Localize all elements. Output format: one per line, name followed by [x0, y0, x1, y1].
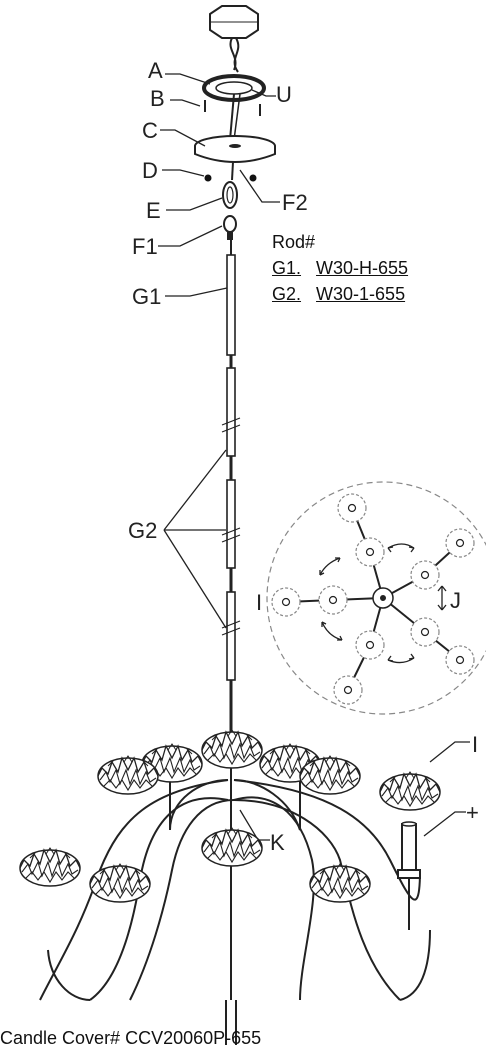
- label-e: E: [146, 198, 161, 223]
- label-i: I: [472, 732, 478, 757]
- candle-cover: [397, 821, 421, 930]
- nut-d-right: [249, 174, 257, 182]
- canopy-plate-c: [194, 135, 276, 163]
- label-g2: G2: [128, 518, 157, 543]
- flower-right-low: [309, 863, 371, 903]
- label-f1: F1: [132, 234, 158, 259]
- ceiling-canopy: [209, 5, 259, 73]
- flower-center-low: [201, 827, 263, 867]
- label-b: B: [150, 86, 165, 111]
- coupling-f1: [223, 215, 237, 240]
- nut-d-left: [204, 174, 212, 182]
- label-a: A: [148, 58, 163, 83]
- flower-far-left: [19, 847, 81, 887]
- label-k: K: [270, 830, 285, 855]
- screws-b-u: [204, 100, 261, 116]
- rod-key-g2: G2.: [272, 284, 302, 304]
- label-u: U: [276, 82, 292, 107]
- label-plus: +: [466, 800, 479, 825]
- rod-title: Rod#: [272, 232, 316, 252]
- rod-row-g1: G1. W30-H-655: [272, 258, 408, 279]
- rod-row-g2: G2. W30-1-655: [272, 284, 405, 305]
- rod-code-g1: W30-H-655: [316, 258, 409, 278]
- loop-e: [222, 161, 238, 209]
- rod-code-g2: W30-1-655: [316, 284, 406, 304]
- flower-top: [201, 729, 263, 769]
- leader-lines: [158, 73, 470, 841]
- rod-key-g1: G1.: [272, 258, 302, 278]
- flower-detached-i: [379, 771, 441, 811]
- label-f2: F2: [282, 190, 308, 215]
- label-c: C: [142, 118, 158, 143]
- label-g1: G1: [132, 284, 161, 309]
- arm-layout-j: [266, 481, 486, 715]
- rod-g2-sections: [221, 367, 241, 740]
- label-d: D: [142, 158, 158, 183]
- candle-cover-caption: Candle Cover# CCV20060P-655: [0, 1028, 262, 1048]
- rod-g1: [226, 240, 236, 356]
- label-j: J: [450, 588, 461, 613]
- label-i-diagram: I: [256, 590, 262, 615]
